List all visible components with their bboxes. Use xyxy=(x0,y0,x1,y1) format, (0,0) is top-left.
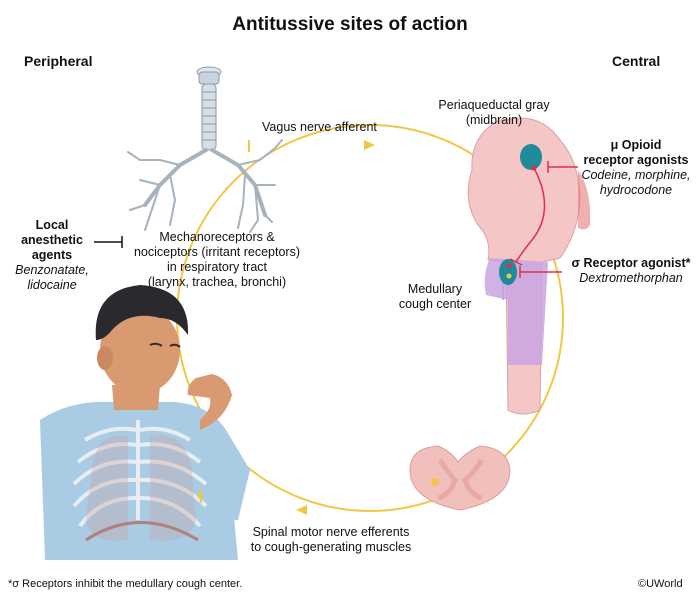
header-peripheral: Peripheral xyxy=(24,53,93,69)
local-anesthetic-inhibition xyxy=(94,236,123,248)
opioid-inhibition-bar xyxy=(509,258,523,266)
medullary-nucleus xyxy=(499,259,517,285)
copyright: ©UWorld xyxy=(638,578,683,590)
diagram-title: Antitussive sites of action xyxy=(232,14,468,35)
loop-arrow-left xyxy=(197,490,202,502)
loop-arrow-bottom xyxy=(296,505,307,515)
pag-nucleus xyxy=(520,144,542,170)
sigma-receptor-agonist: σ Receptor agonist* Dextromethorphan xyxy=(571,256,691,285)
footnote: *σ Receptors inhibit the medullary cough… xyxy=(8,578,243,590)
label-spinal-efferents: Spinal motor nerve efferents to cough-ge… xyxy=(250,525,412,554)
label-periaqueductal-gray: Periaqueductal gray (midbrain) xyxy=(438,98,550,127)
brainstem xyxy=(467,117,591,415)
loop-arrow-top xyxy=(364,140,375,150)
mu-opioid-agonists: μ Opioid receptor agonists Codeine, morp… xyxy=(581,138,691,197)
header-central: Central xyxy=(612,53,661,69)
label-mechanoreceptors: Mechanoreceptors & nociceptors (irritant… xyxy=(133,230,301,289)
opioid-pathway xyxy=(515,167,546,263)
label-vagus-afferent: Vagus nerve afferent xyxy=(262,120,377,134)
label-medullary-cough-center: Medullary cough center xyxy=(398,282,472,311)
spinal-cord-section xyxy=(409,445,511,511)
coughing-person xyxy=(40,285,250,560)
local-anesthetic-agents: Local anesthetic agents Benzonatate, lid… xyxy=(15,218,89,292)
medullary-dot-top xyxy=(506,263,512,269)
respiratory-tract xyxy=(127,66,283,233)
medullary-dot-bottom xyxy=(506,273,512,279)
